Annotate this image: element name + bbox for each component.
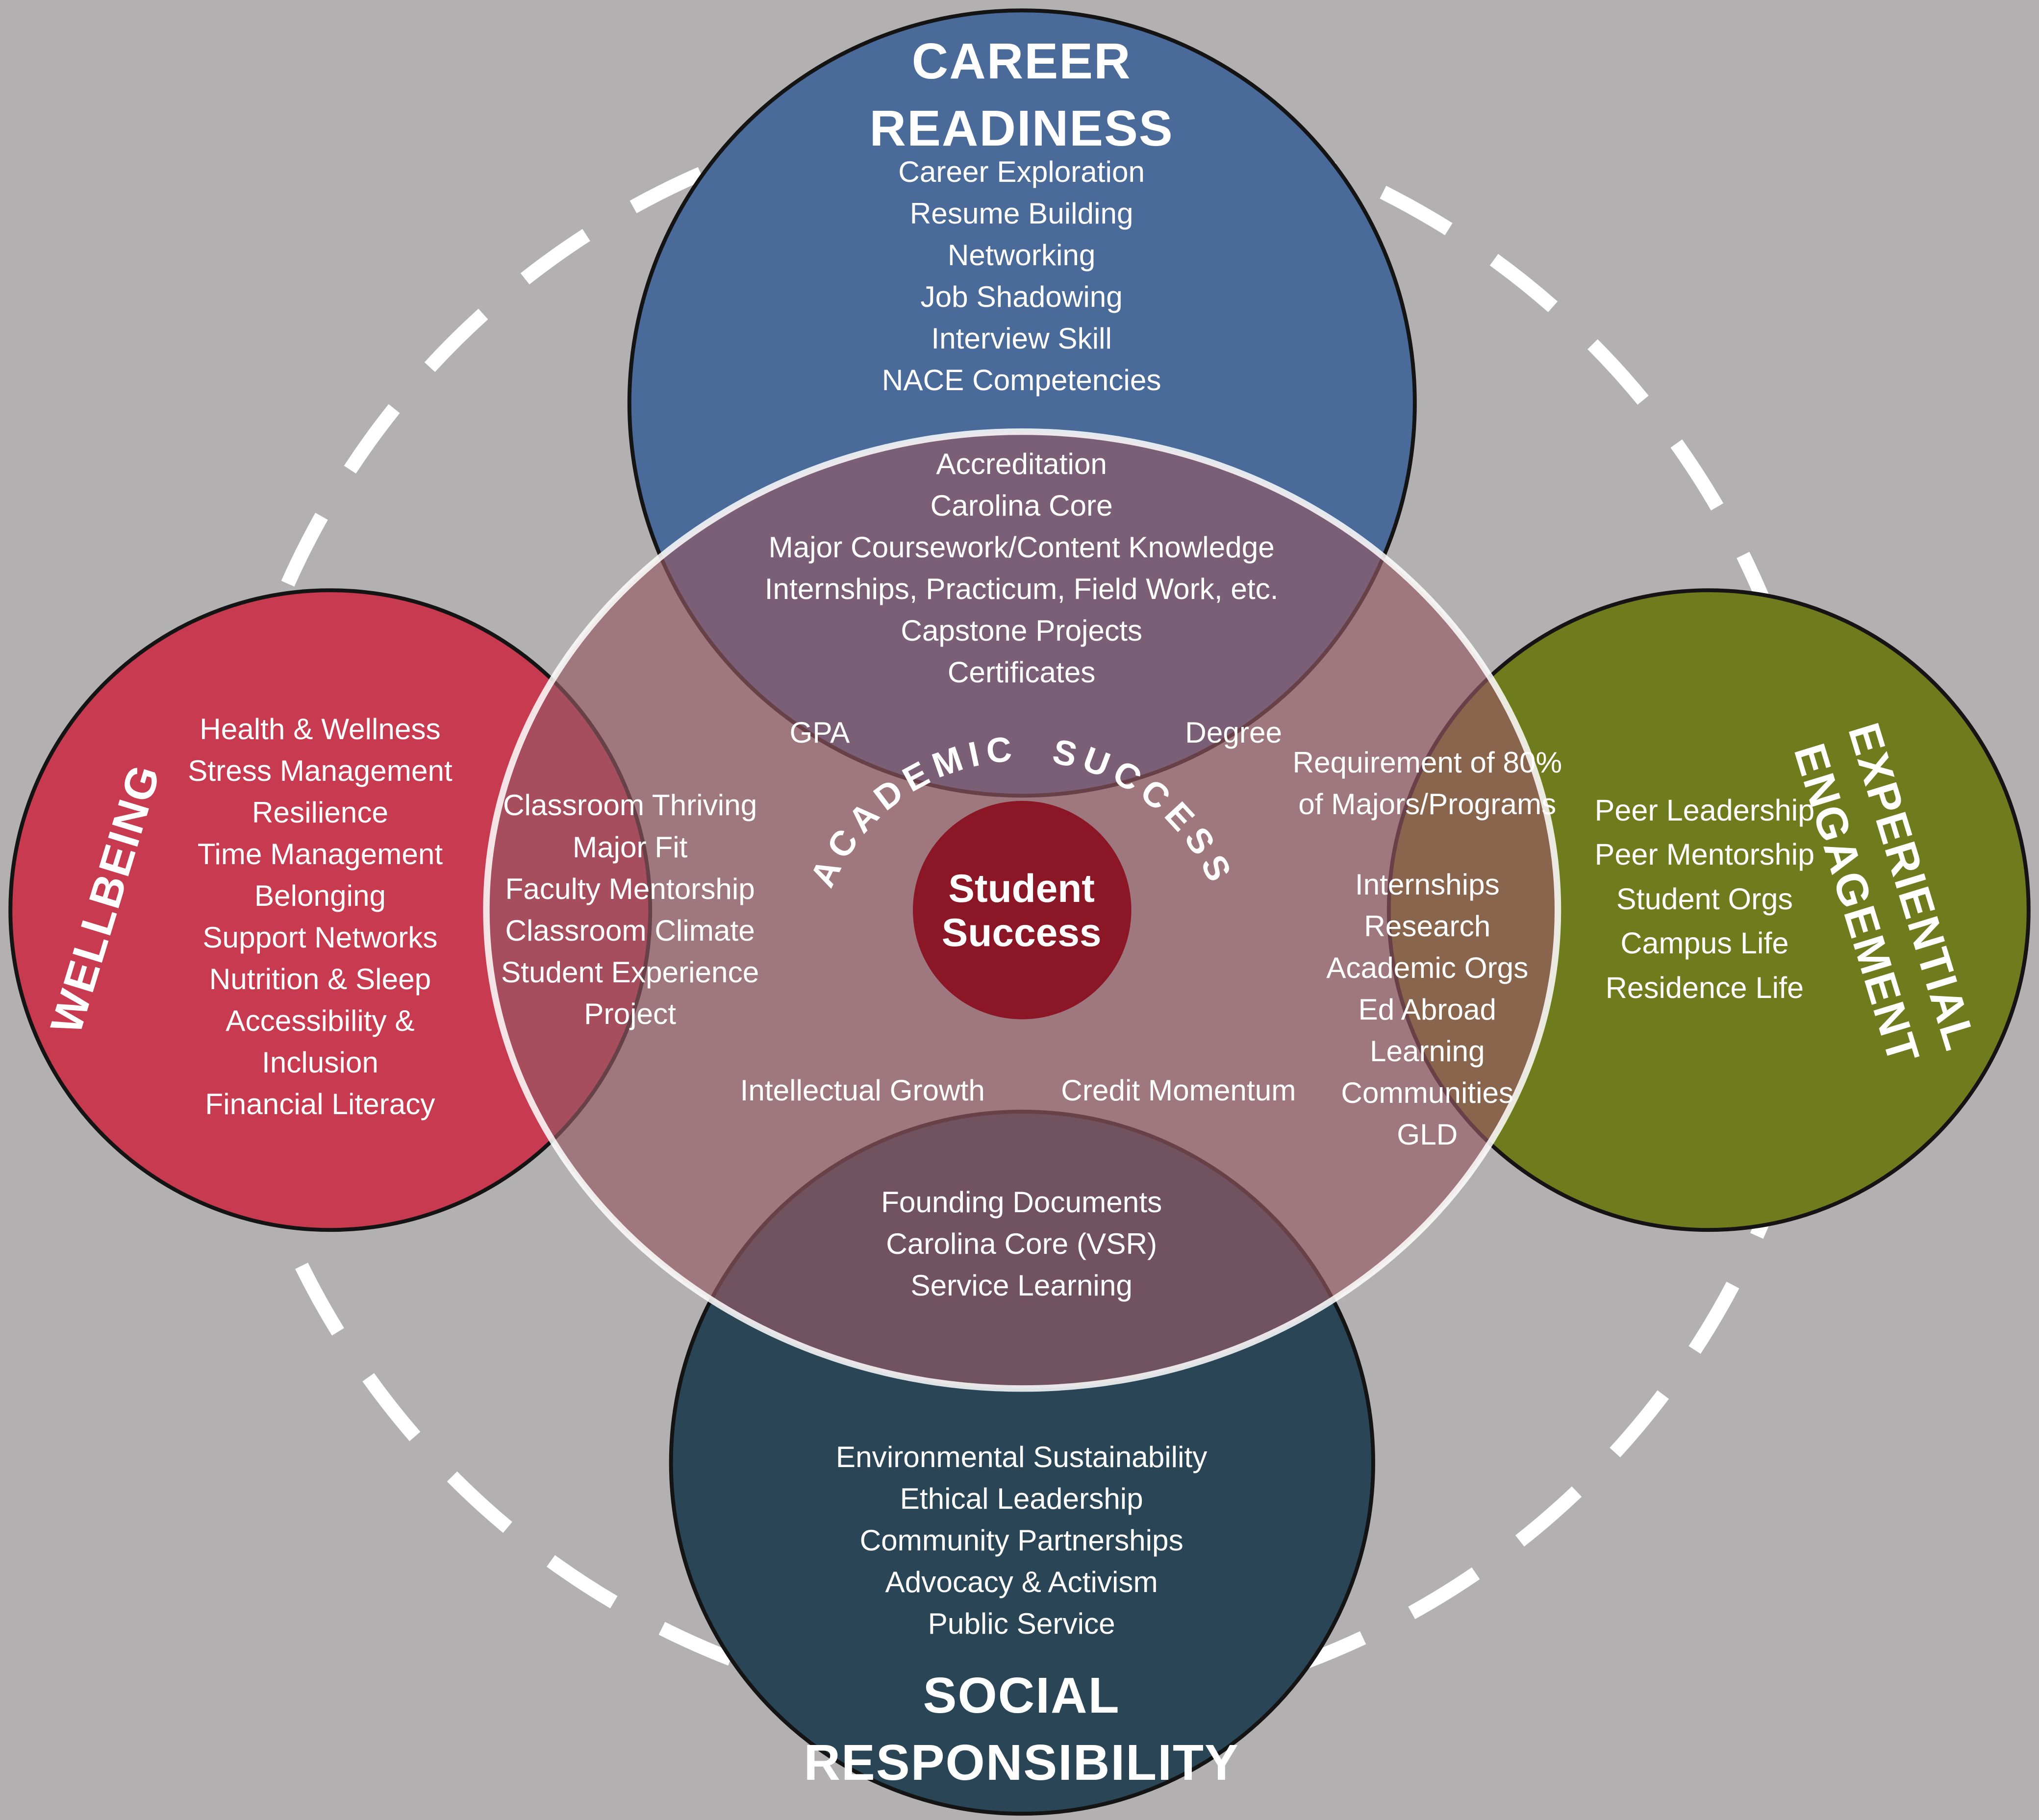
career-readiness-items: Career Exploration Resume Building Netwo… <box>881 155 1161 397</box>
student-success-circle <box>913 800 1132 1020</box>
metric-gpa: GPA <box>789 715 850 749</box>
wellbeing-academic-overlap-items: Classroom Thriving Major Fit Faculty Men… <box>501 788 759 1030</box>
social-responsibility-title: SOCIAL RESPONSIBILITY <box>804 1667 1239 1791</box>
metric-degree: Degree <box>1185 715 1283 749</box>
metric-credit-momentum: Credit Momentum <box>1061 1073 1296 1107</box>
metric-intellectual-growth: Intellectual Growth <box>740 1073 985 1107</box>
experiential-academic-overlap-items: Internships Research Academic Orgs Ed Ab… <box>1326 868 1529 1151</box>
career-academic-overlap-items: Accreditation Carolina Core Major Course… <box>764 447 1279 689</box>
student-success-label: Student Success <box>941 867 1102 955</box>
experiential-academic-overlap-requirement: Requirement of 80% of Majors/Programs <box>1292 746 1562 821</box>
experiential-engagement-items: Peer Leadership Peer Mentorship Student … <box>1594 793 1815 1004</box>
social-responsibility-items: Environmental Sustainability Ethical Lea… <box>835 1440 1208 1640</box>
career-readiness-title: CAREER READINESS <box>869 32 1174 156</box>
social-academic-overlap-items: Founding Documents Carolina Core (VSR) S… <box>881 1185 1162 1302</box>
wellbeing-items: Health & Wellness Stress Management Resi… <box>188 712 453 1121</box>
